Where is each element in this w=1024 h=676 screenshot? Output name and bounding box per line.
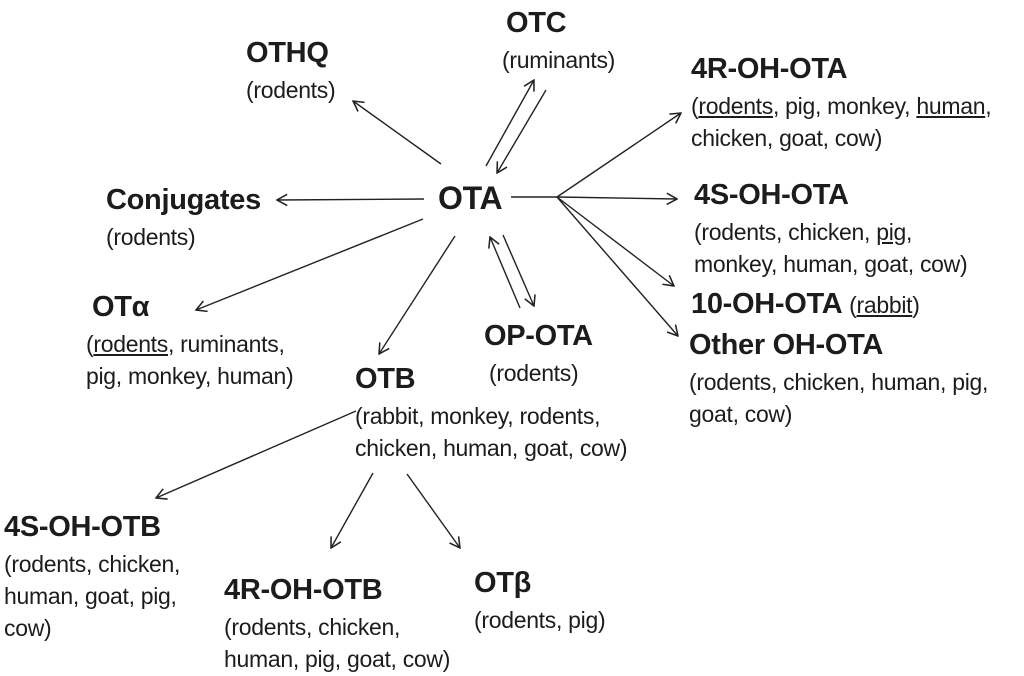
arrow-ota-to-op-ota — [502, 234, 534, 306]
arrow-ota-to-conjugates — [277, 199, 425, 200]
node-4s-oh-ota-species-2: monkey, human, goat, cow) — [694, 251, 968, 277]
node-ot-alpha-title: OTα — [92, 291, 150, 323]
node-other-oh-ota-species-2: goat, cow) — [689, 401, 793, 427]
node-4s-oh-otb-species-1: (rodents, chicken, — [4, 551, 181, 577]
node-ota-title: OTA — [438, 180, 503, 216]
node-10-oh-ota: 10-OH-OTA (rabbit) — [691, 287, 920, 326]
node-4s-oh-otb-species-3: cow) — [4, 615, 52, 641]
node-otb: OTB (rabbit, monkey, rodents, chicken, h… — [355, 362, 627, 464]
node-ot-beta-species: (rodents, pig) — [474, 607, 606, 633]
node-4r-oh-otb-title: 4R-OH-OTB — [224, 574, 383, 606]
arrow-otb-to-4r-oh-otb — [331, 472, 374, 548]
node-4s-oh-ota-species-1: (rodents, chicken, pig, — [694, 219, 913, 245]
node-10-oh-ota-title: 10-OH-OTA (rabbit) — [691, 288, 920, 320]
node-ot-beta: OTβ (rodents, pig) — [474, 566, 606, 636]
arrow-branch-to-other-oh-ota — [556, 196, 678, 336]
arrow-otb-to-ot-beta — [406, 473, 460, 548]
node-4s-oh-ota: 4S-OH-OTA (rodents, chicken, pig, monkey… — [694, 178, 968, 280]
node-4r-oh-ota-species-2: chicken, goat, cow) — [691, 125, 883, 151]
arrow-branch-to-4s-oh-ota — [556, 197, 677, 199]
node-4r-oh-ota-title: 4R-OH-OTA — [691, 53, 848, 85]
arrow-ota-to-othq — [353, 101, 442, 165]
node-otc-title: OTC — [506, 7, 567, 39]
arrow-ota-to-otb — [379, 235, 456, 354]
node-op-ota-title: OP-OTA — [484, 320, 593, 352]
node-conjugates-title: Conjugates — [106, 184, 261, 216]
node-4s-oh-otb-title: 4S-OH-OTB — [4, 511, 161, 543]
node-othq-species: (rodents) — [246, 77, 336, 103]
node-4r-oh-ota-species-1: (rodents, pig, monkey, human, — [691, 93, 992, 119]
arrow-branch-to-10-oh-ota — [556, 196, 674, 286]
arrow-op-ota-to-ota — [490, 237, 521, 309]
node-otb-species-1: (rabbit, monkey, rodents, — [355, 403, 601, 429]
node-4s-oh-otb: 4S-OH-OTB (rodents, chicken, human, goat… — [4, 510, 180, 644]
node-op-ota: OP-OTA (rodents) — [484, 319, 593, 389]
node-4s-oh-otb-species-2: human, goat, pig, — [4, 583, 177, 609]
node-otc-species: (ruminants) — [502, 47, 616, 73]
node-ot-alpha: OTα (rodents, ruminants, pig, monkey, hu… — [86, 290, 294, 392]
arrow-ota-to-ot-alpha — [196, 218, 424, 310]
arrow-ota-to-otc — [485, 80, 534, 167]
node-4r-oh-otb: 4R-OH-OTB (rodents, chicken, human, pig,… — [224, 573, 450, 675]
node-conjugates-species: (rodents) — [106, 224, 196, 250]
node-other-oh-ota-title: Other OH-OTA — [689, 329, 884, 361]
node-othq: OTHQ (rodents) — [246, 36, 336, 106]
node-conjugates: Conjugates (rodents) — [106, 183, 261, 253]
arrow-otc-to-ota — [497, 89, 547, 173]
node-4r-oh-otb-species-2: human, pig, goat, cow) — [224, 646, 451, 672]
node-ot-alpha-species-1: (rodents, ruminants, — [86, 331, 285, 357]
node-4r-oh-otb-species-1: (rodents, chicken, — [224, 614, 401, 640]
node-otb-species-2: chicken, human, goat, cow) — [355, 435, 628, 461]
node-ot-beta-title: OTβ — [474, 567, 532, 599]
node-othq-title: OTHQ — [246, 37, 329, 69]
arrow-branch-to-4r-oh-ota — [556, 113, 681, 198]
node-otb-title: OTB — [355, 363, 416, 395]
node-op-ota-species: (rodents) — [489, 360, 579, 386]
node-ota-center: OTA — [438, 180, 503, 220]
node-other-oh-ota-species-1: (rodents, chicken, human, pig, — [689, 369, 989, 395]
arrow-otb-to-4s-oh-otb — [156, 410, 357, 498]
node-4s-oh-ota-title: 4S-OH-OTA — [694, 179, 849, 211]
node-4r-oh-ota: 4R-OH-OTA (rodents, pig, monkey, human, … — [691, 52, 992, 154]
node-otc: OTC (ruminants) — [502, 6, 615, 76]
node-ot-alpha-species-2: pig, monkey, human) — [86, 363, 294, 389]
node-other-oh-ota: Other OH-OTA (rodents, chicken, human, p… — [689, 328, 988, 430]
